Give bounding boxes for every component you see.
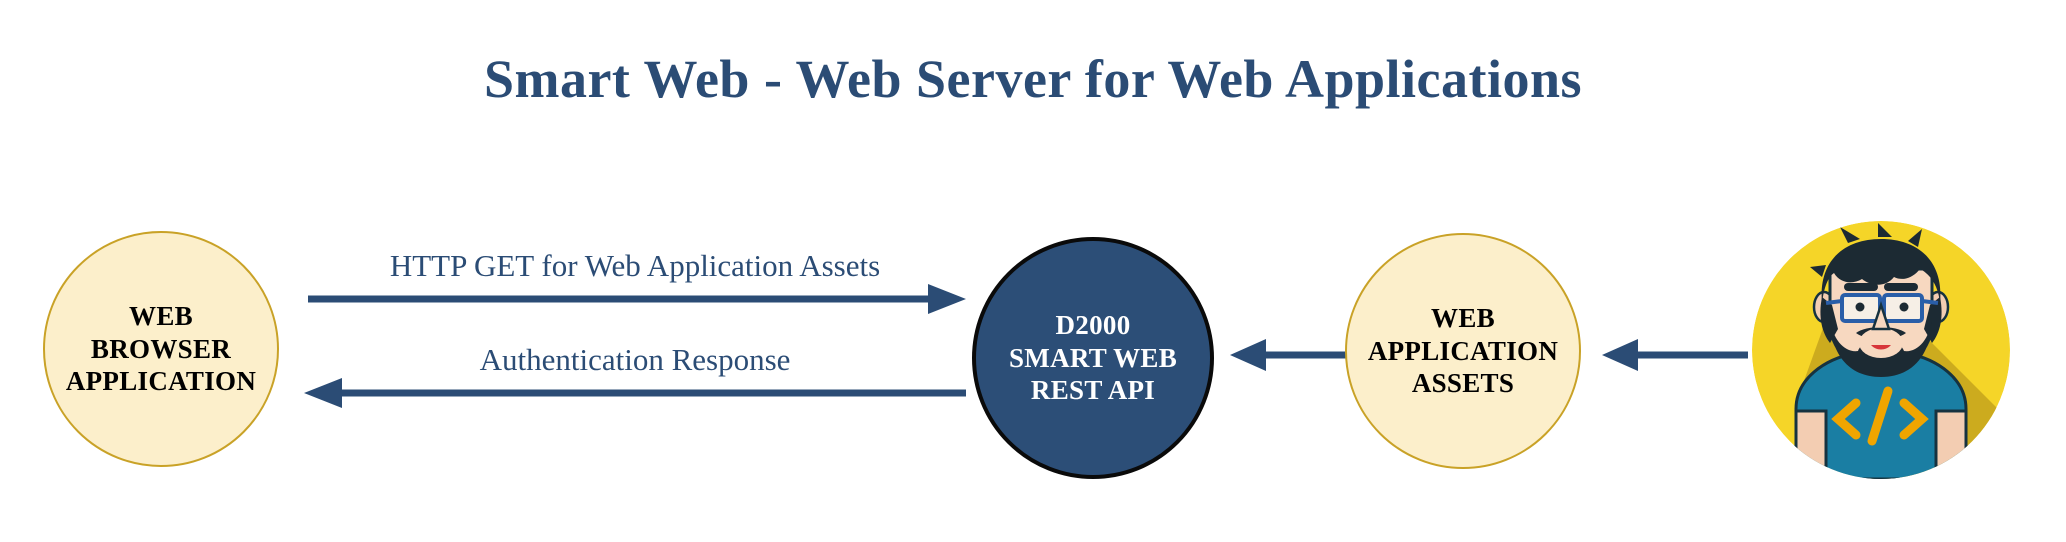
node-d2000-smart-web-rest-api-label: D2000 SMART WEB REST API [1008,309,1178,406]
connector-authentication-response-label: Authentication Response [479,342,791,377]
connector-http-get-assets-arrow [308,284,966,314]
connector-developer-to-assets-arrow [1602,339,1748,371]
node-web-application-assets-label: WEB APPLICATION ASSETS [1367,302,1559,399]
node-web-browser-application[interactable]: WEB BROWSER APPLICATION [43,231,279,467]
node-d2000-smart-web-rest-api[interactable]: D2000 SMART WEB REST API [972,237,1214,479]
developer-avatar-icon [1752,221,2010,479]
page-title: Smart Web - Web Server for Web Applicati… [483,49,1583,109]
node-web-application-assets[interactable]: WEB APPLICATION ASSETS [1345,233,1581,469]
connector-http-get-assets-label: HTTP GET for Web Application Assets [389,248,881,283]
connector-authentication-response-arrow [304,378,966,408]
connector-assets-to-api-arrow [1230,339,1354,371]
node-developer[interactable] [1752,221,2010,479]
node-web-browser-application-label: WEB BROWSER APPLICATION [65,300,257,397]
